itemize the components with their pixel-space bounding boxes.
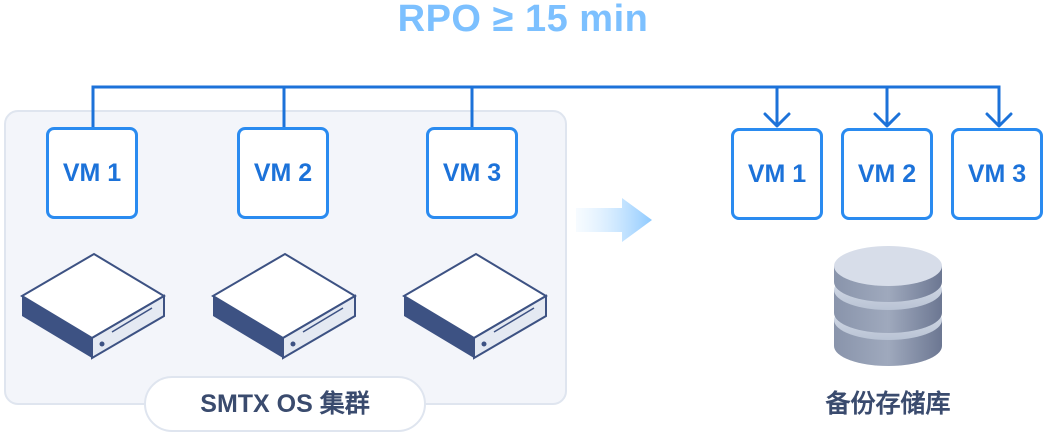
cluster-label: SMTX OS 集群 xyxy=(144,376,426,432)
replication-lines xyxy=(91,85,1001,127)
backup-vm-3: VM 3 xyxy=(951,128,1043,220)
source-vm-2: VM 2 xyxy=(237,127,329,219)
arrowhead-vm3 xyxy=(985,112,1013,128)
backup-repository-label: 备份存储库 xyxy=(825,390,951,418)
arrowheads xyxy=(763,112,1013,128)
server-3 xyxy=(402,252,548,360)
diagram-title: RPO ≥ 15 min xyxy=(397,0,649,40)
source-vm-1: VM 1 xyxy=(46,127,138,219)
arrowhead-vm2 xyxy=(873,112,901,128)
backup-vm-1: VM 1 xyxy=(731,128,823,220)
database-icon xyxy=(834,246,942,366)
server-2 xyxy=(211,252,357,360)
transfer-arrow xyxy=(576,198,652,242)
server-1 xyxy=(20,252,166,360)
line-source-vm1 xyxy=(91,85,1001,127)
backup-vm-2: VM 2 xyxy=(841,128,933,220)
source-vm-3: VM 3 xyxy=(426,127,518,219)
arrowhead-vm1 xyxy=(763,112,791,128)
